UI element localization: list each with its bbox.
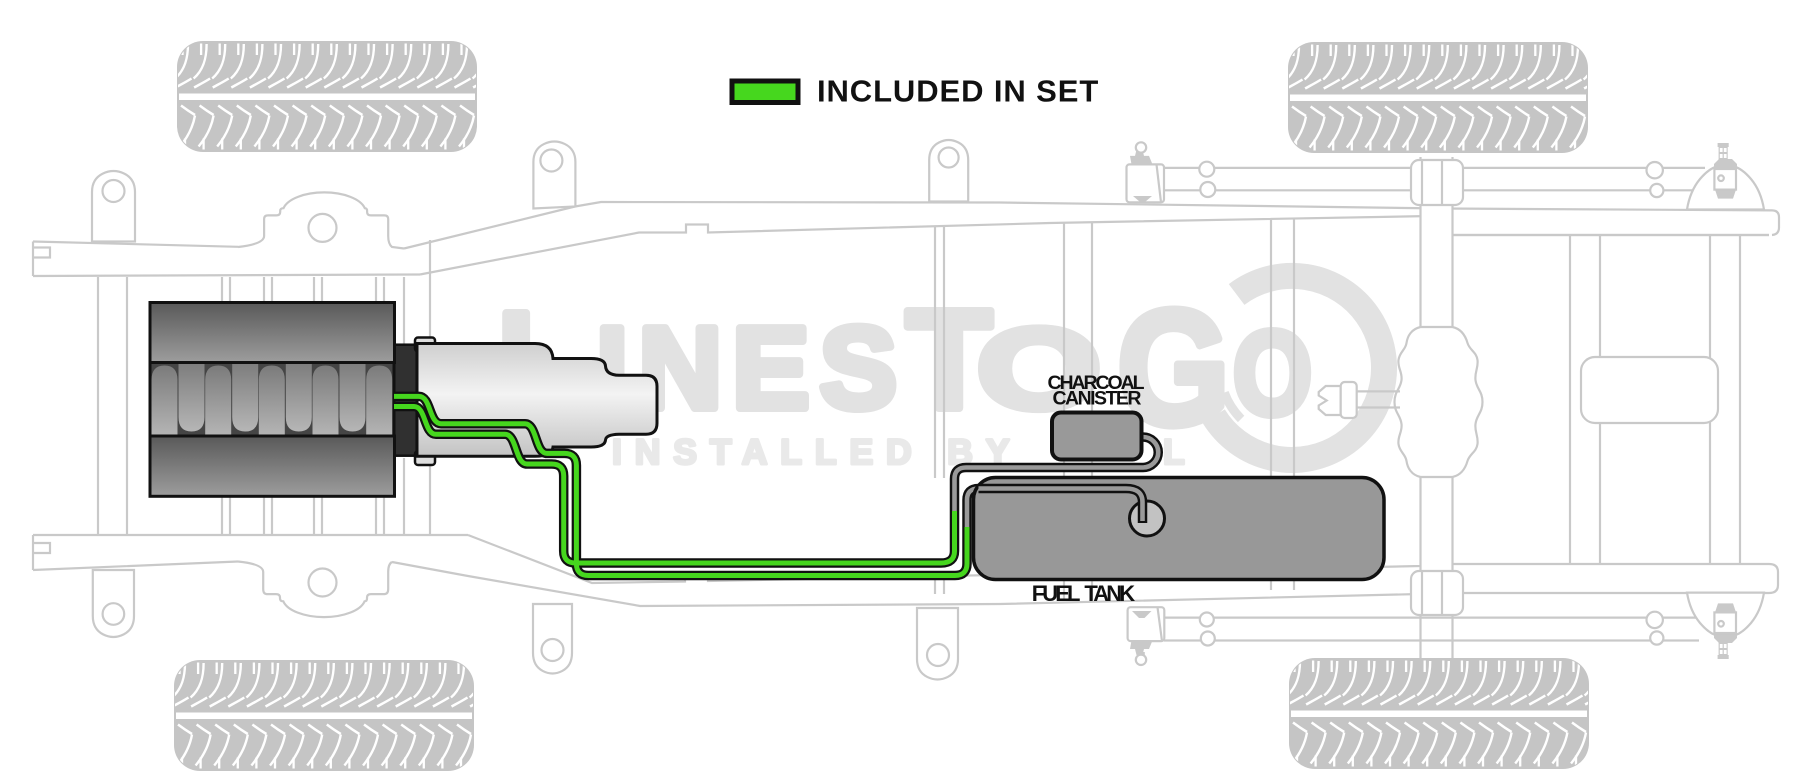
svg-text:L: L (1163, 432, 1185, 472)
svg-text:G: G (1117, 276, 1230, 459)
svg-text:FUEL TANK: FUEL TANK (1032, 581, 1136, 606)
svg-text:O: O (977, 306, 1101, 433)
svg-text:INCLUDED IN SET: INCLUDED IN SET (817, 74, 1099, 109)
svg-text:CANISTER: CANISTER (1053, 388, 1142, 410)
svg-text:T: T (906, 280, 992, 438)
svg-text:O: O (1233, 307, 1312, 440)
svg-text:CHARCOAL: CHARCOAL (1048, 372, 1145, 394)
